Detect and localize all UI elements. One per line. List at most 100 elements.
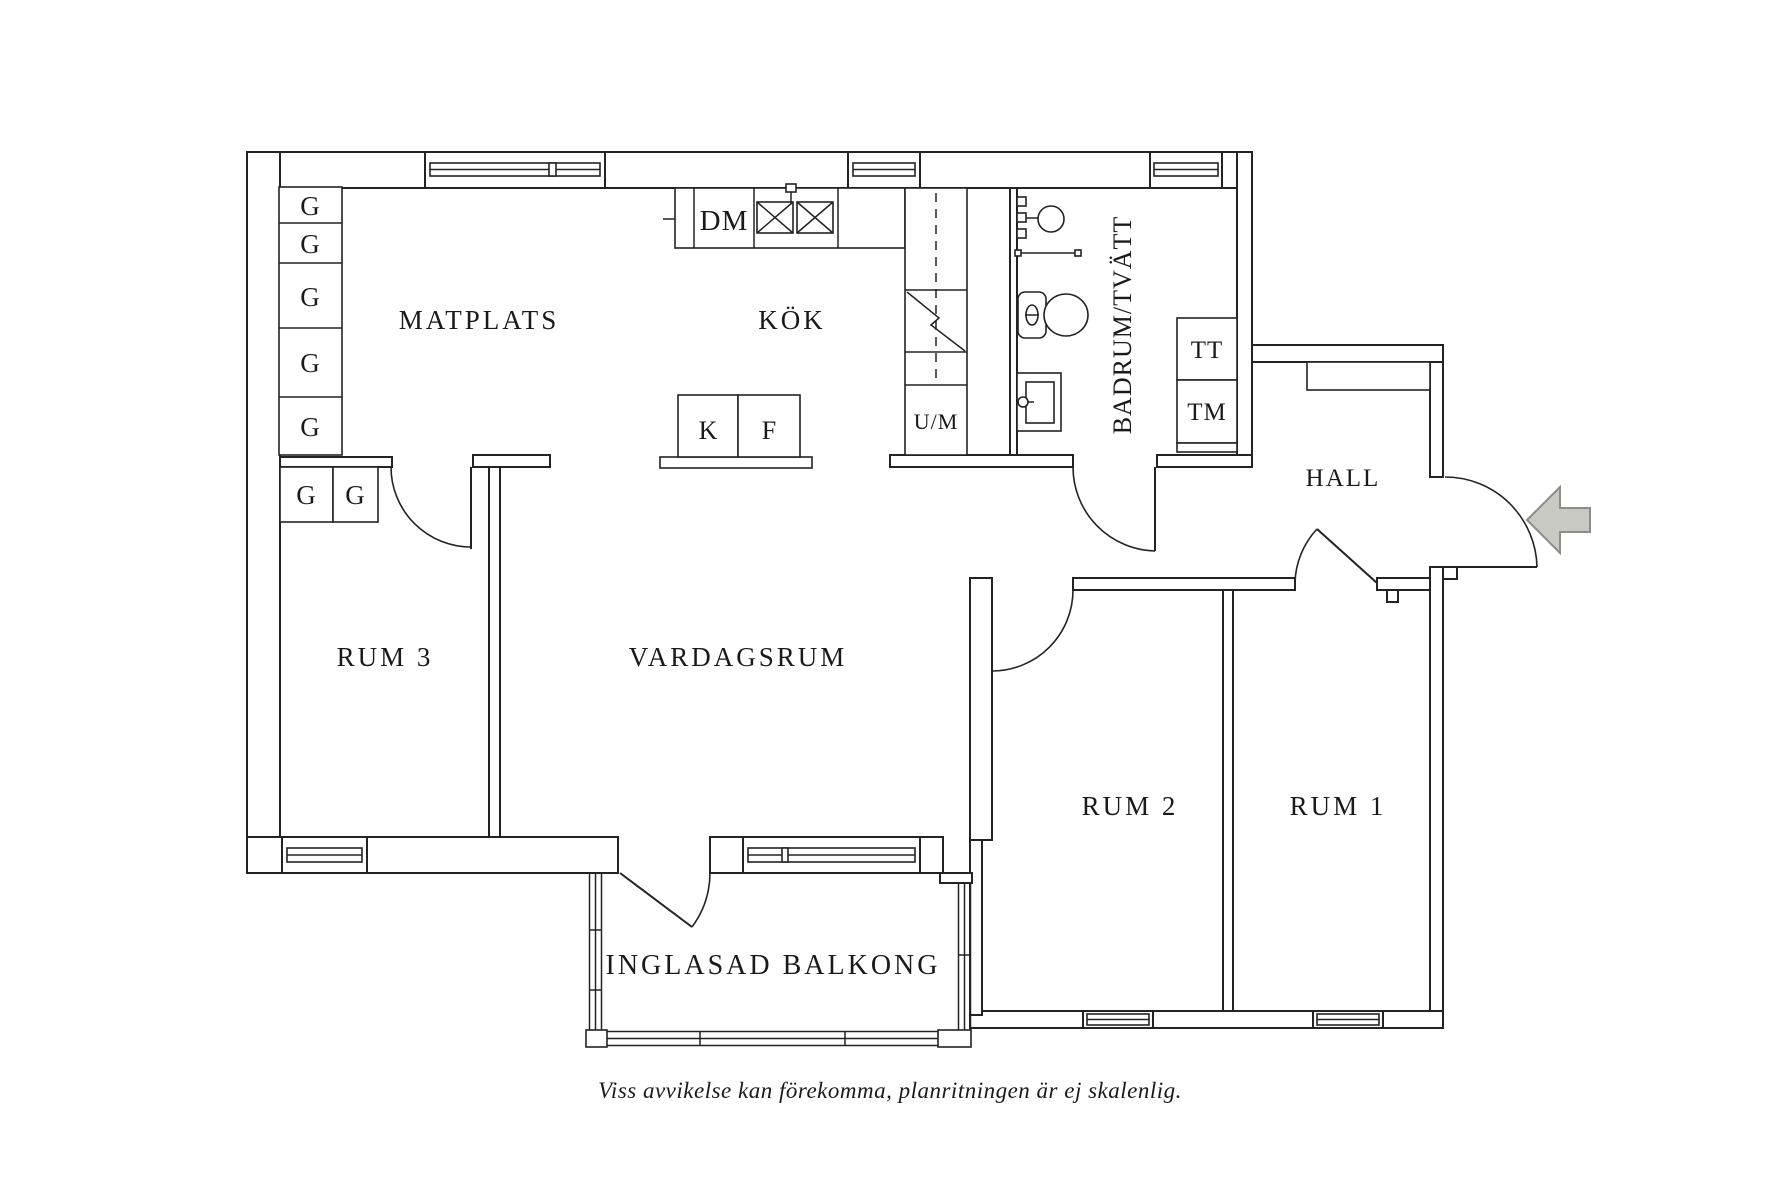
wall-segment xyxy=(1429,566,1444,1029)
toilet-bowl xyxy=(1043,293,1089,337)
faucet-icon xyxy=(785,183,797,193)
door-entry xyxy=(1443,476,1538,568)
door-arc xyxy=(1294,528,1318,584)
fridge-freezer: K F xyxy=(659,394,813,469)
door-leaf xyxy=(619,872,693,928)
room-label-hall: HALL xyxy=(1306,465,1381,492)
walls xyxy=(246,151,1458,1029)
appliance-label-fridge: K xyxy=(699,416,718,445)
basin-faucet-knob xyxy=(1017,396,1029,408)
entry-arrow-icon xyxy=(1525,484,1591,556)
room-label-matplats: MATPLATS xyxy=(399,305,560,335)
appliance-label-freezer: F xyxy=(762,416,776,445)
window-kok xyxy=(847,151,921,189)
windows xyxy=(281,151,1384,1029)
wardrobe-label: G xyxy=(300,191,320,221)
shower-icon xyxy=(1016,196,1065,239)
room-label-kok: KÖK xyxy=(758,305,826,335)
wall-segment xyxy=(969,839,983,1016)
doors xyxy=(390,466,1538,928)
door-arc xyxy=(390,466,472,548)
wardrobe-label: G xyxy=(300,412,320,442)
wall-segment xyxy=(246,151,281,874)
wall-step xyxy=(1442,566,1458,580)
washer-box xyxy=(1176,379,1238,444)
wall-segment xyxy=(1156,454,1253,468)
bathroom-fixtures: TT TM xyxy=(1014,196,1238,453)
door-balcony xyxy=(619,872,711,928)
laundry-machines: TT TM xyxy=(1176,317,1238,453)
window-rum3 xyxy=(281,836,368,874)
footer-disclaimer: Viss avvikelse kan förekomma, planritnin… xyxy=(598,1078,1182,1103)
wall-segment xyxy=(1236,151,1253,468)
wardrobe-label: G xyxy=(300,282,320,312)
door-arc xyxy=(691,872,711,928)
balcony-corner-post xyxy=(585,1029,608,1048)
door-leaf xyxy=(1316,528,1378,584)
window-badrum xyxy=(1149,151,1223,189)
balcony-glazing xyxy=(585,873,972,1048)
balcony-corner-post xyxy=(937,1029,972,1048)
sink-cross xyxy=(756,201,794,234)
wardrobe-column xyxy=(278,186,343,456)
sink-icon xyxy=(756,183,834,234)
sink-cross xyxy=(796,201,834,234)
wardrobe-label: G xyxy=(300,348,320,378)
door-badrum xyxy=(1072,466,1156,552)
room-label-rum3: RUM 3 xyxy=(337,642,434,672)
door-rum1 xyxy=(1294,528,1378,584)
shower-mount xyxy=(1016,212,1027,223)
wall-segment xyxy=(1009,187,1018,456)
wall-segment xyxy=(472,454,551,468)
fridge-box xyxy=(677,394,739,458)
wall-segment xyxy=(488,466,501,838)
machine-plinth xyxy=(1176,442,1238,453)
wardrobe-label: G xyxy=(345,480,365,510)
wall-step xyxy=(1386,589,1399,603)
wardrobes: G G G G G G G xyxy=(278,186,379,523)
tall-cabinet: U/M xyxy=(904,187,968,456)
wall-segment xyxy=(1429,361,1444,478)
rail-end xyxy=(1014,249,1022,257)
hall-shelf xyxy=(1306,361,1431,391)
room-label-badrum-tvatt: BADRUM/TVÄTT xyxy=(1108,216,1137,435)
room-labels: MATPLATS KÖK BADRUM/TVÄTT HALL RUM 3 VAR… xyxy=(337,216,1387,981)
wall-segment xyxy=(1251,344,1444,363)
room-label-vardagsrum: VARDAGSRUM xyxy=(629,642,848,672)
wardrobe-box xyxy=(332,466,379,523)
wardrobe-box xyxy=(279,466,334,523)
wall-segment xyxy=(1072,577,1296,591)
window-vardagsrum xyxy=(742,836,921,874)
appliance-label-oven-micro: U/M xyxy=(914,409,959,434)
window-rum1 xyxy=(1312,1010,1384,1029)
wall-segment xyxy=(939,872,973,884)
wall-segment xyxy=(1222,589,1234,1012)
door-rum3 xyxy=(390,466,472,549)
door-arc xyxy=(1072,466,1156,552)
appliance-label-dryer: TT xyxy=(1191,337,1224,364)
window-rum2 xyxy=(1082,1010,1154,1029)
shower-mount xyxy=(1016,196,1027,207)
door-arc xyxy=(991,589,1074,672)
room-label-rum1: RUM 1 xyxy=(1290,791,1387,821)
room-label-inglasad-balkong: INGLASAD BALKONG xyxy=(606,950,941,981)
shower-mount xyxy=(1016,228,1027,239)
appliance-label-washer: TM xyxy=(1187,399,1227,426)
wall-segment xyxy=(1376,577,1431,591)
appliance-plinth xyxy=(659,456,813,469)
room-label-rum2: RUM 2 xyxy=(1082,791,1179,821)
rail-end xyxy=(1074,249,1082,257)
wardrobe-label: G xyxy=(300,229,320,259)
washbasin-icon xyxy=(1016,372,1062,432)
wall-segment xyxy=(969,577,993,841)
door-rum2 xyxy=(991,589,1074,672)
wall-segment xyxy=(246,151,1253,189)
shower-head xyxy=(1037,205,1065,233)
window-matplats xyxy=(424,151,606,189)
towel-rail-icon xyxy=(1014,249,1082,257)
wardrobe-label: G xyxy=(296,480,316,510)
wall-segment xyxy=(279,456,393,468)
window-mullion xyxy=(781,847,789,863)
